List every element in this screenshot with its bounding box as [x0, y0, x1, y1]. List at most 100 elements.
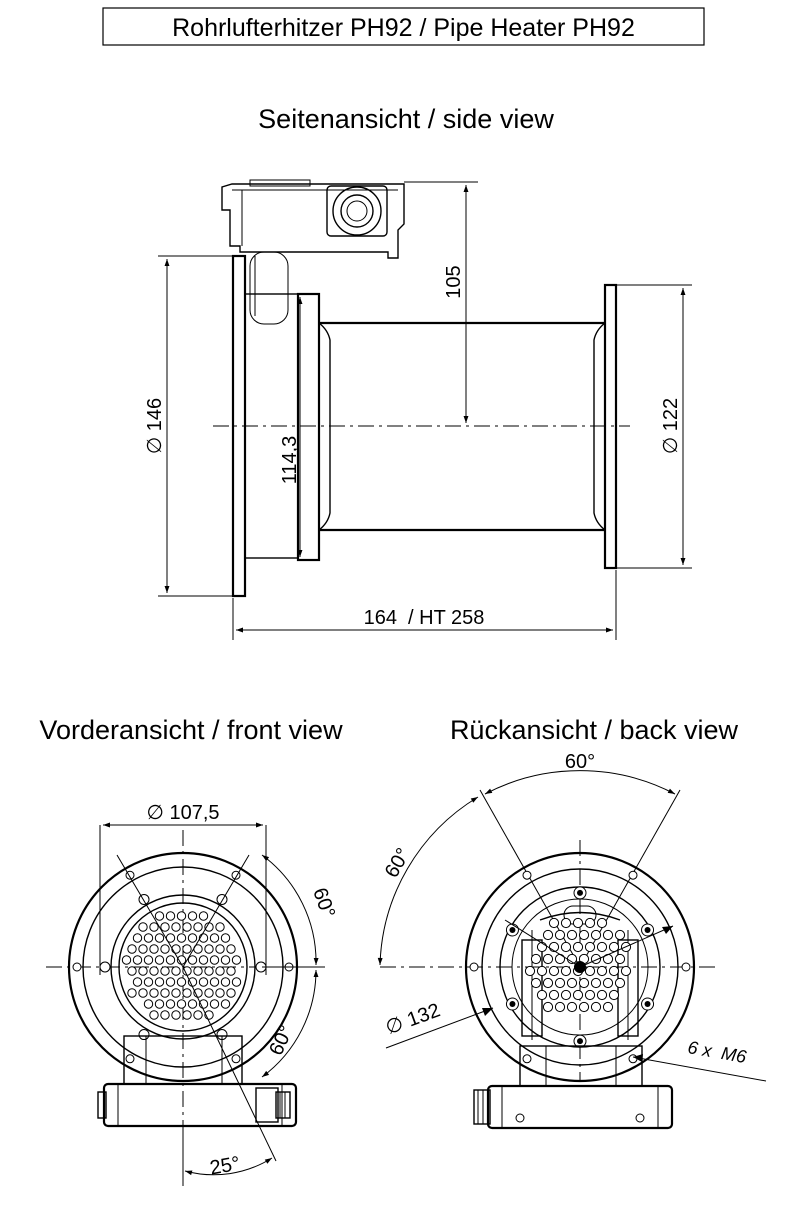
grill-hole — [171, 1010, 181, 1020]
grill-hole — [154, 955, 165, 965]
back-air-grill — [524, 917, 632, 1013]
grill-hole — [121, 955, 132, 965]
back-mounting-holes — [469, 870, 691, 1064]
grill-hole — [171, 944, 181, 954]
grill-hole — [572, 917, 584, 929]
screw-hole-icon — [216, 893, 228, 905]
grill-hole — [132, 933, 143, 943]
right-flange — [603, 283, 618, 570]
grill-hole — [542, 953, 554, 965]
side-view: Seitenansicht / side view — [144, 104, 692, 640]
grill-hole — [590, 1001, 602, 1013]
back-angle-top-label: 60° — [565, 751, 595, 773]
page-title: Rohrlufterhitzer PH92 / Pipe Heater PH92 — [172, 14, 635, 42]
grill-hole — [187, 977, 198, 987]
grill-hole — [226, 944, 236, 954]
grill-hole — [187, 933, 198, 943]
grill-hole — [171, 966, 181, 976]
grill-hole — [548, 989, 560, 1001]
grill-hole — [608, 965, 620, 977]
screw-hole-icon — [628, 1054, 638, 1064]
grill-hole — [127, 944, 137, 954]
grill-hole — [542, 1001, 554, 1013]
grill-hole — [560, 917, 572, 929]
screw-hole-icon — [138, 1029, 150, 1041]
grill-hole — [548, 917, 560, 929]
grill-hole — [154, 977, 165, 987]
back-view: Rückansicht / back view 60° 60° — [377, 715, 767, 1130]
grill-hole — [182, 944, 192, 954]
grill-hole — [160, 1010, 170, 1020]
grill-hole — [542, 977, 554, 989]
grill-hole — [602, 929, 614, 941]
grill-hole — [176, 999, 187, 1009]
grill-hole — [596, 989, 608, 1001]
screw-head-center — [509, 926, 516, 933]
grill-hole — [182, 922, 192, 932]
grill-hole — [171, 922, 181, 932]
grill-hole — [204, 988, 214, 998]
screw-head-center — [577, 889, 583, 896]
grill-hole — [160, 944, 170, 954]
grill-hole — [584, 917, 596, 929]
dimension-107-5: ∅ 107,5 — [99, 802, 267, 975]
grill-hole — [149, 966, 159, 976]
screw-hole-icon — [522, 870, 532, 880]
screw-hole-icon — [99, 961, 111, 973]
back-angle-left-label: 60° — [381, 844, 415, 881]
grill-hole — [193, 1010, 203, 1020]
grill-hole — [143, 977, 154, 987]
screw-hole-icon — [628, 870, 638, 880]
grill-hole — [198, 911, 209, 921]
screw-hole-icon — [72, 962, 82, 972]
grill-hole — [584, 965, 596, 977]
grill-hole — [614, 953, 626, 965]
grill-hole — [542, 929, 554, 941]
grill-hole — [590, 977, 602, 989]
front-terminal-box — [97, 1035, 298, 1128]
grill-hole — [590, 929, 602, 941]
grill-hole — [138, 966, 148, 976]
grill-hole — [193, 922, 203, 932]
grill-hole — [127, 966, 137, 976]
inner-flange — [296, 292, 321, 562]
grill-hole — [554, 1001, 566, 1013]
screw-hole-icon — [469, 962, 479, 972]
back-diameter-label: ∅ 132 — [383, 999, 443, 1039]
grill-hole — [220, 999, 231, 1009]
grill-hole — [204, 944, 214, 954]
back-screws-label: 6 x M6 — [686, 1037, 749, 1067]
cable-gland-icon — [326, 185, 388, 237]
length-label: 164 / HT 258 — [364, 607, 485, 629]
grill-hole — [226, 966, 236, 976]
grill-hole — [220, 933, 231, 943]
front-diameter-label: ∅ 107,5 — [146, 802, 219, 824]
height-label: 105 — [443, 265, 465, 298]
front-angle-bottom-label: 25° — [208, 1153, 242, 1180]
grill-hole — [138, 988, 148, 998]
grill-hole — [530, 953, 542, 965]
grill-hole — [220, 955, 231, 965]
dimension-114-3: 114,3 — [279, 297, 303, 557]
grill-hole — [602, 1001, 614, 1013]
grill-hole — [187, 911, 198, 921]
screw-hole-icon — [138, 893, 150, 905]
grill-hole — [143, 955, 154, 965]
grill-hole — [536, 941, 548, 953]
grill-hole — [524, 965, 536, 977]
front-view-label: Vorderansicht / front view — [39, 715, 343, 745]
grill-hole — [176, 911, 187, 921]
grill-hole — [143, 933, 154, 943]
grill-hole — [596, 941, 608, 953]
grill-hole — [560, 989, 572, 1001]
screw-head-center — [509, 1001, 516, 1008]
front-air-grill — [121, 911, 242, 1020]
grill-hole — [602, 977, 614, 989]
grill-hole — [165, 955, 176, 965]
grill-hole — [182, 988, 192, 998]
grill-hole — [176, 933, 187, 943]
grill-hole — [138, 922, 148, 932]
grill-hole — [187, 955, 198, 965]
screw-hole-icon — [522, 1054, 532, 1064]
